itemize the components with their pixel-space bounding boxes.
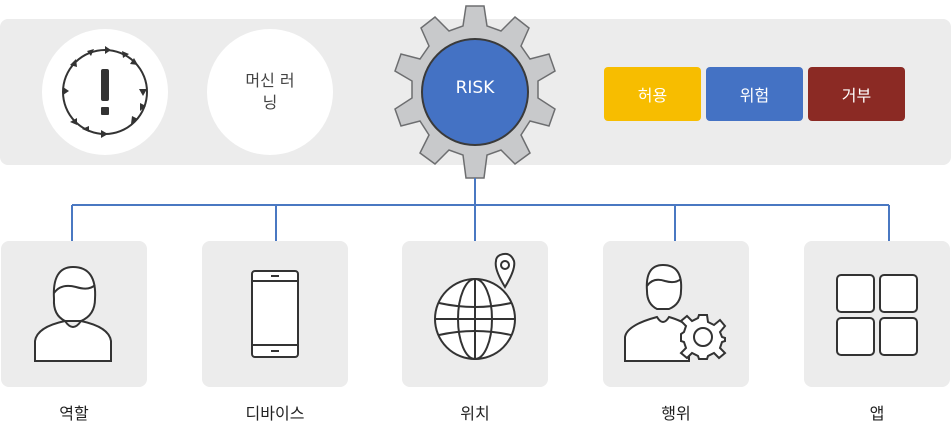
smartphone-icon xyxy=(251,270,299,358)
factor-box-location xyxy=(402,241,548,387)
person-icon xyxy=(34,265,112,362)
factor-label-role: 역할 xyxy=(59,404,89,423)
machine-learning-label: 머신 러닝 xyxy=(245,71,295,112)
person-gear-icon xyxy=(624,263,727,362)
factor-box-device xyxy=(202,241,348,387)
alert-circle xyxy=(42,29,168,155)
gear-icon xyxy=(394,5,556,179)
alert-cycle-icon xyxy=(62,46,148,138)
app-grid-icon xyxy=(836,274,918,356)
deny-badge: 거부 xyxy=(808,67,905,121)
machine-learning-circle: 머신 러닝 xyxy=(207,29,333,155)
risk-badge: 위험 xyxy=(706,67,803,121)
risk-label: RISK xyxy=(455,78,495,98)
globe-location-icon xyxy=(434,252,516,360)
factor-box-role xyxy=(1,241,147,387)
factor-label-device: 디바이스 xyxy=(245,404,305,423)
factor-label-app: 앱 xyxy=(869,404,885,423)
factor-label-behavior: 행위 xyxy=(661,404,691,423)
factor-label-location: 위치 xyxy=(460,404,490,423)
factor-box-behavior xyxy=(603,241,749,387)
allow-badge: 허용 xyxy=(604,67,701,121)
factor-box-app xyxy=(804,241,950,387)
